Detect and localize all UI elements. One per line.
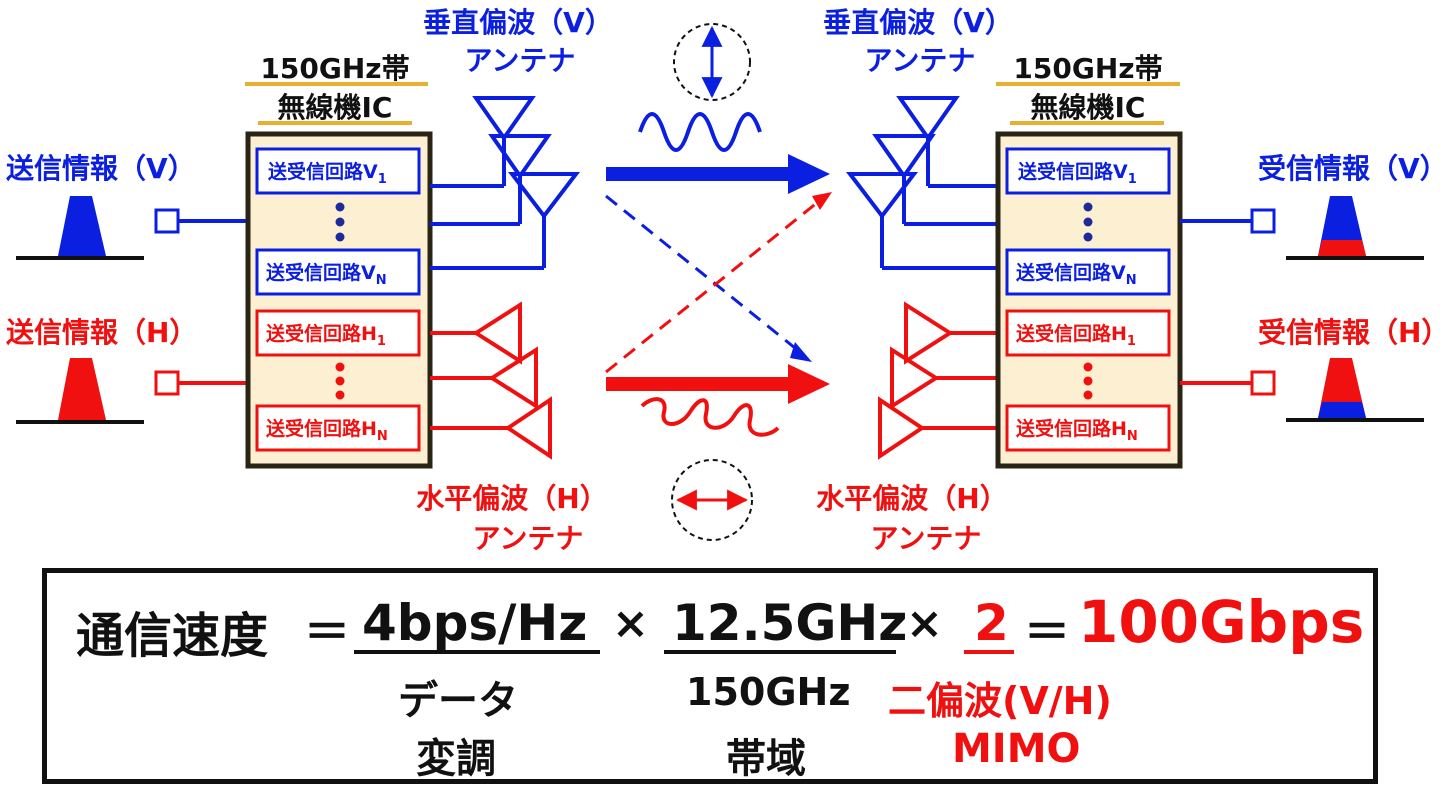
tx-info-v-label: 送信情報（V） bbox=[6, 152, 196, 185]
note-modulation-1: データ bbox=[398, 678, 518, 724]
tx-info-h-label: 送信情報（H） bbox=[6, 316, 197, 349]
formula-term-modulation: 4bps/Hz bbox=[362, 594, 588, 652]
left-circuit-vn: 送受信回路VN bbox=[255, 248, 421, 296]
svg-text:送受信回路V1: 送受信回路V1 bbox=[1018, 160, 1137, 187]
formula-equals: ＝ bbox=[304, 605, 350, 659]
right-ic-band: 150GHz帯 bbox=[1013, 52, 1162, 85]
formula-label: 通信速度 bbox=[76, 608, 269, 664]
v-wave bbox=[638, 112, 762, 152]
right-circuit-h1: 送受信回路H1 bbox=[1005, 309, 1171, 357]
formula-term-bandwidth: 12.5GHz bbox=[672, 594, 908, 652]
formula-result: 100Gbps bbox=[1078, 588, 1365, 656]
svg-text:送受信回路VN: 送受信回路VN bbox=[266, 261, 387, 288]
svg-text:送受信回路HN: 送受信回路HN bbox=[1016, 417, 1138, 444]
underline-term3 bbox=[964, 650, 1014, 654]
left-v-antenna bbox=[430, 96, 581, 270]
right-v-antenna bbox=[845, 96, 1000, 270]
v-polarization-icon bbox=[673, 23, 751, 101]
rx-port-h bbox=[1250, 370, 1276, 396]
right-circuit-hn: 送受信回路HN bbox=[1005, 404, 1171, 452]
right-ellipsis-v bbox=[1083, 202, 1093, 242]
underline-term1 bbox=[354, 650, 600, 654]
right-circuit-v1: 送受信回路V1 bbox=[1005, 147, 1171, 195]
left-ic-name: 無線機IC bbox=[278, 91, 393, 124]
note-bandwidth-2: 帯域 bbox=[726, 736, 806, 782]
rx-info-v-label: 受信情報（V） bbox=[1258, 152, 1440, 185]
note-bandwidth-1: 150GHz bbox=[686, 670, 851, 714]
left-circuit-hn: 送受信回路HN bbox=[255, 404, 421, 452]
rx-info-h-label: 受信情報（H） bbox=[1258, 316, 1440, 349]
svg-text:送受信回路HN: 送受信回路HN bbox=[266, 417, 388, 444]
tx-pulse-v bbox=[16, 196, 144, 260]
svg-text:送受信回路VN: 送受信回路VN bbox=[1016, 261, 1137, 288]
svg-text:送受信回路H1: 送受信回路H1 bbox=[266, 322, 386, 349]
left-h-antenna-label: 水平偏波（H） bbox=[416, 482, 607, 515]
svg-text:送受信回路H1: 送受信回路H1 bbox=[1016, 322, 1136, 349]
left-v-antenna-label-2: アンテナ bbox=[465, 44, 576, 77]
rx-port-v bbox=[1250, 208, 1276, 234]
left-ic-band: 150GHz帯 bbox=[260, 52, 409, 85]
formula-term-mimo: 2 bbox=[974, 594, 1009, 652]
formula-box bbox=[42, 568, 1378, 784]
formula-equals-2: ＝ bbox=[1024, 605, 1070, 659]
h-wave bbox=[640, 397, 780, 437]
v-cross-arrow bbox=[605, 194, 801, 354]
right-h-antenna-label: 水平偏波（H） bbox=[816, 482, 1007, 515]
tx-pulse-h bbox=[16, 358, 144, 424]
underline-term2 bbox=[664, 650, 896, 654]
left-h-antenna-label-2: アンテナ bbox=[473, 522, 584, 555]
left-h-antenna bbox=[430, 301, 552, 460]
left-ellipsis-h bbox=[335, 362, 345, 400]
left-ellipsis-v bbox=[335, 202, 345, 242]
right-v-antenna-label: 垂直偏波（V） bbox=[823, 6, 1013, 39]
right-h-antenna bbox=[878, 301, 1000, 460]
right-h-antenna-label-2: アンテナ bbox=[871, 522, 982, 555]
h-cross-arrow bbox=[605, 200, 819, 374]
left-v-antenna-label: 垂直偏波（V） bbox=[423, 6, 613, 39]
rx-pulse-v bbox=[1286, 196, 1424, 260]
note-mimo-2: MIMO bbox=[952, 726, 1081, 772]
right-ellipsis-h bbox=[1083, 362, 1093, 400]
formula-times-1: × bbox=[612, 598, 649, 649]
note-modulation-2: 変調 bbox=[416, 736, 496, 782]
left-circuit-h1: 送受信回路H1 bbox=[255, 309, 421, 357]
tx-port-v bbox=[154, 208, 180, 234]
right-ic-name: 無線機IC bbox=[1031, 91, 1146, 124]
right-v-antenna-label-2: アンテナ bbox=[865, 44, 976, 77]
note-mimo-1: 二偏波(V/H) bbox=[888, 679, 1112, 723]
tx-port-h bbox=[154, 370, 180, 396]
right-circuit-vn: 送受信回路VN bbox=[1005, 248, 1171, 296]
left-circuit-v1: 送受信回路V1 bbox=[255, 147, 421, 195]
svg-text:送受信回路V1: 送受信回路V1 bbox=[268, 160, 387, 187]
rx-pulse-h bbox=[1286, 358, 1424, 422]
h-polarization-icon bbox=[671, 459, 753, 541]
formula-times-2: × bbox=[906, 598, 943, 649]
